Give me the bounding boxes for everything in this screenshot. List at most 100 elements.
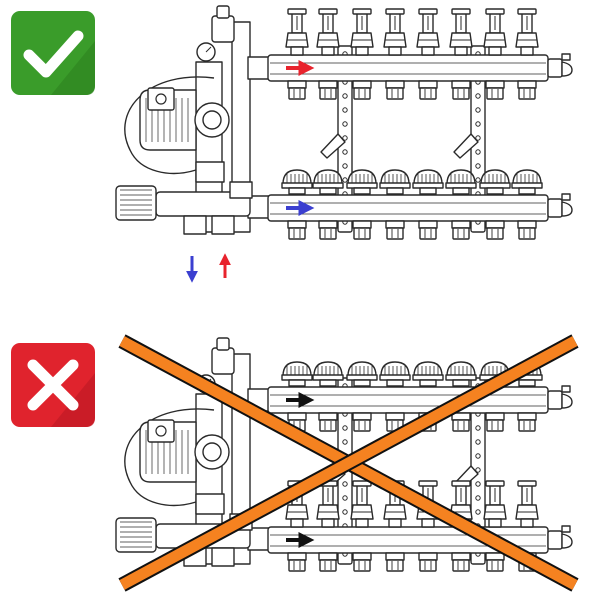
union-nut xyxy=(195,493,225,515)
cap-ring xyxy=(445,182,477,189)
fitting-nut xyxy=(288,227,306,240)
actuator-cap xyxy=(281,169,313,195)
fitting-hex xyxy=(352,412,372,421)
outlet-fitting xyxy=(318,80,338,100)
actuator-cap xyxy=(312,169,344,195)
vent-screw xyxy=(561,385,571,393)
fitting-hex xyxy=(451,220,471,229)
top-valve-cap xyxy=(216,5,230,19)
cap-ring xyxy=(312,182,344,189)
cross-out-mark xyxy=(118,334,579,592)
outlet-fitting xyxy=(517,80,537,100)
fitting-nut xyxy=(452,227,470,240)
fitting-nut xyxy=(486,227,504,240)
pump-cable xyxy=(124,408,215,507)
bottom-port-right xyxy=(211,547,235,567)
badge-shadow xyxy=(51,41,95,95)
flow-valve xyxy=(350,480,374,528)
incorrect-installation-panel xyxy=(11,334,579,592)
actuator-cap xyxy=(511,169,543,195)
fitting-nut xyxy=(419,227,437,240)
valve-stem xyxy=(290,46,304,56)
outlet-fitting xyxy=(451,220,471,240)
valve-cap xyxy=(418,8,438,15)
cap-ring xyxy=(312,374,344,381)
outlet-fitting xyxy=(451,80,471,100)
bracket-hole xyxy=(475,425,481,431)
cap-ring xyxy=(412,374,444,381)
outlet-fitting xyxy=(517,412,537,432)
vent-screw xyxy=(561,53,571,61)
actuator-cap xyxy=(346,361,378,387)
flow-valve xyxy=(285,8,309,56)
fitting-hex xyxy=(418,220,438,229)
bracket-hole xyxy=(342,121,348,127)
fitting-nut xyxy=(486,87,504,100)
bracket-hole xyxy=(475,149,481,155)
outlet-fitting xyxy=(318,220,338,240)
fitting-hex xyxy=(451,552,471,561)
fitting-nut xyxy=(419,87,437,100)
pump-speed-dial xyxy=(155,425,167,437)
cap-neck xyxy=(386,379,404,387)
fitting-hex xyxy=(287,412,307,421)
thermostatic-head xyxy=(115,185,157,221)
fitting-hex xyxy=(318,220,338,229)
fitting-nut xyxy=(386,87,404,100)
cap-dome xyxy=(446,361,476,377)
fitting-nut xyxy=(288,559,306,572)
cap-neck xyxy=(319,379,337,387)
fitting-nut xyxy=(452,87,470,100)
cap-dome xyxy=(282,169,312,185)
valve-cap xyxy=(418,480,438,487)
valve-cap xyxy=(485,8,505,15)
fitting-nut xyxy=(353,227,371,240)
fitting-nut xyxy=(452,419,470,432)
cap-neck xyxy=(452,187,470,195)
cap-neck xyxy=(518,187,536,195)
bottom-port-left xyxy=(183,215,207,235)
fitting-hex xyxy=(451,80,471,89)
outlet-fitting xyxy=(485,220,505,240)
bracket-hole xyxy=(342,163,348,169)
manifold-bar xyxy=(267,194,549,222)
bracket-hole xyxy=(475,163,481,169)
fitting-hex xyxy=(418,552,438,561)
fitting-hex xyxy=(517,412,537,421)
cap-ring xyxy=(445,374,477,381)
flow-valve xyxy=(383,8,407,56)
union-nut xyxy=(229,181,253,199)
fitting-hex xyxy=(318,80,338,89)
valve-stem xyxy=(388,46,402,56)
valve-stem xyxy=(488,46,502,56)
return-manifold xyxy=(267,480,573,572)
supply-connector xyxy=(247,56,271,80)
fitting-nut xyxy=(386,227,404,240)
pump-group xyxy=(115,5,271,235)
fitting-nut xyxy=(319,559,337,572)
end-cap xyxy=(547,198,563,218)
cap-dome xyxy=(347,169,377,185)
top-valve xyxy=(211,347,235,375)
outlet-fitting xyxy=(418,220,438,240)
cap-ring xyxy=(412,182,444,189)
valve-cap xyxy=(517,8,537,15)
fitting-nut xyxy=(518,227,536,240)
fitting-hex xyxy=(385,552,405,561)
bracket-hole xyxy=(475,177,481,183)
pump-cable xyxy=(124,76,215,175)
outlet-fitting xyxy=(485,412,505,432)
fitting-nut xyxy=(518,419,536,432)
bracket-arm xyxy=(320,133,346,159)
vent-screw xyxy=(561,193,571,201)
valve-stem xyxy=(355,518,369,528)
fitting-hex xyxy=(352,80,372,89)
bracket-hole xyxy=(475,481,481,487)
valve-cap xyxy=(318,8,338,15)
fitting-hex xyxy=(485,80,505,89)
cap-dome xyxy=(413,169,443,185)
manifold-bar xyxy=(267,386,549,414)
cap-neck xyxy=(518,379,536,387)
